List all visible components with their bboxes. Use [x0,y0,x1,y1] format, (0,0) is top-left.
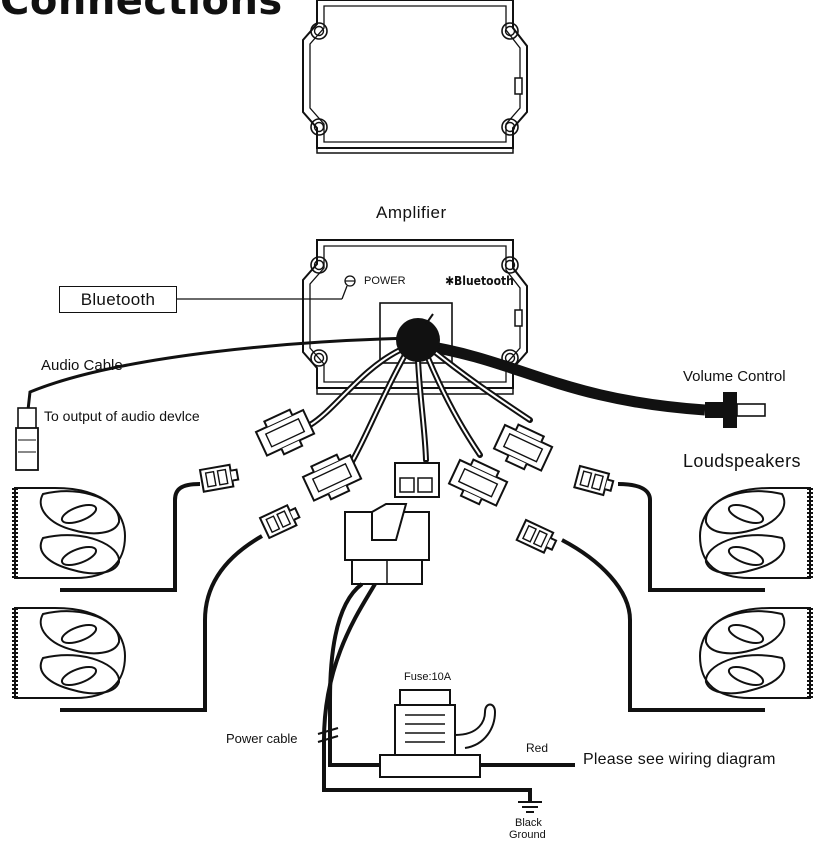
audio-output-label: To output of audio devlce [44,408,200,424]
page-title: Connections [0,0,283,24]
power-label: POWER [364,275,406,287]
amplifier-label: Amplifier [376,203,447,222]
loudspeakers-label: Loudspeakers [683,451,801,471]
bluetooth-callout-box: Bluetooth [59,286,177,313]
red-wire-label: Red [526,741,549,755]
wiring-note-label: Please see wiring diagram [583,751,776,768]
ground-label: Ground [509,829,546,841]
black-wire-label: Black [515,817,542,829]
ground-symbol-icon [518,801,542,813]
bluetooth-icon: ✱ [445,274,455,288]
fuse-label: Fuse:10A [404,671,452,683]
power-cable-label: Power cable [226,731,298,746]
volume-control-label: Volume Control [683,368,786,385]
bluetooth-logo-label: ✱Bluetooth [445,274,514,288]
audio-cable-label: Audio Cable [41,357,123,374]
